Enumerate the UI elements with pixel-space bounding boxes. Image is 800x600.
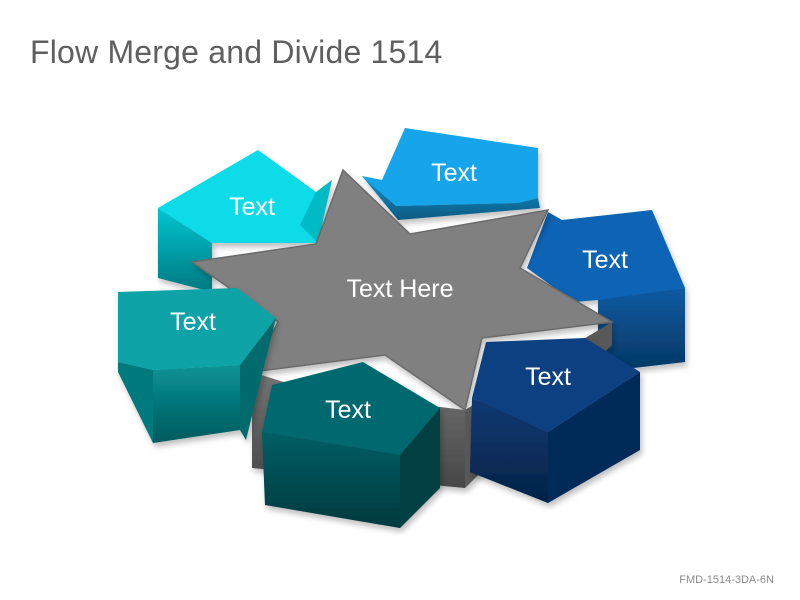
arrow-side-right-shade	[548, 372, 640, 503]
arrow-darkteal-bottom	[262, 362, 440, 528]
arrow-side-front-shade	[153, 365, 240, 443]
arrow-teal-left	[118, 288, 276, 443]
arrow-side-left-shade	[118, 292, 153, 443]
arrow-label-darkblue: Text	[582, 246, 628, 274]
arrow-blue-top	[362, 128, 540, 220]
arrow-face	[527, 210, 685, 302]
arrow-face	[362, 128, 538, 206]
arrow-label-teal: Text	[170, 308, 216, 336]
arrow-navy-bottom-right	[470, 338, 640, 503]
arrow-label-cyan: Text	[229, 193, 275, 221]
arrow-face	[262, 362, 440, 455]
arrow-label-blue: Text	[431, 159, 477, 187]
arrow-face	[158, 150, 332, 243]
arrow-face	[118, 288, 276, 370]
arrow-label-darkteal: Text	[325, 396, 371, 424]
footer-code: FMD-1514-3DA-6N	[679, 574, 774, 586]
arrow-side-shade	[158, 208, 212, 292]
star-face	[190, 168, 615, 412]
arrow-shadow-edge	[300, 180, 332, 243]
arrow-cyan-top-left	[158, 150, 332, 292]
page-title: Flow Merge and Divide 1514	[30, 34, 443, 70]
arrow-tip-side-shade	[240, 318, 276, 440]
arrow-side-shade	[362, 176, 540, 220]
arrow-face	[472, 338, 640, 432]
arrow-darkblue-right	[527, 210, 685, 372]
arrow-side-shade	[598, 288, 685, 372]
center-label: Text Here	[347, 275, 454, 303]
arrow-side-left-shade	[470, 398, 548, 503]
arrow-side-right-shade	[400, 408, 440, 528]
arrow-label-navy: Text	[525, 363, 571, 391]
arrow-side-front-shade	[262, 432, 400, 528]
